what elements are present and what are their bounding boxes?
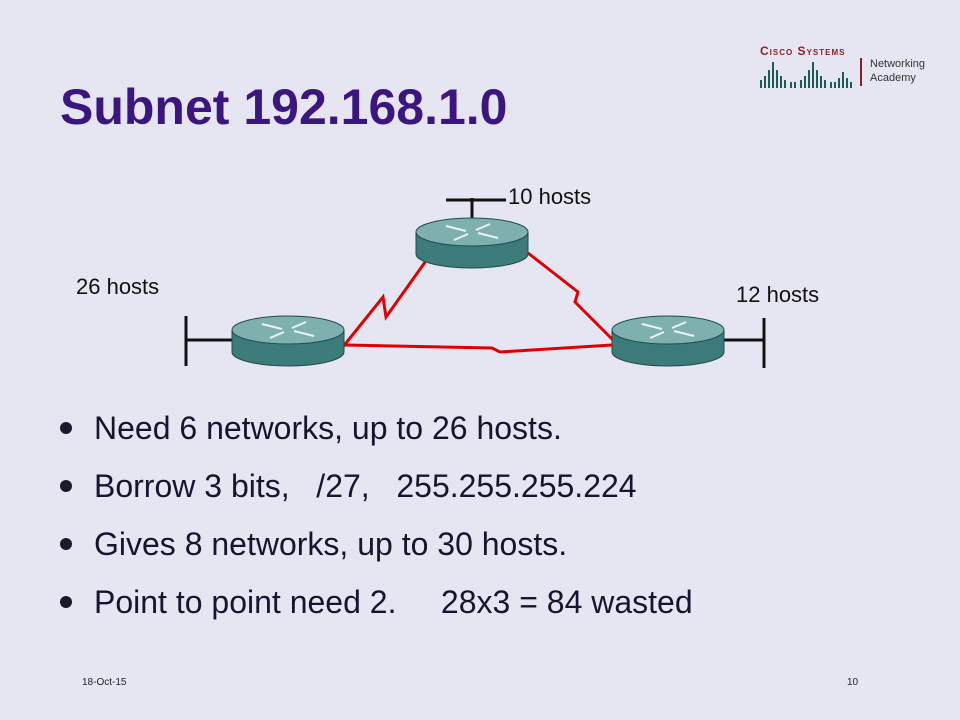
cisco-logo: Cisco Systems Networking [752,42,942,94]
bullet-dot-icon [60,596,72,608]
router-top-icon [415,217,529,269]
logo-brand: Cisco Systems [760,44,846,58]
host-label-top: 10 hosts [508,184,592,209]
logo-product: Networking Academy [870,58,926,84]
bullet-item: Point to point need 2. 28x3 = 84 wasted [60,574,693,632]
bullet-item: Borrow 3 bits, /27, 255.255.255.224 [60,458,693,516]
slide-title: Subnet 192.168.1.0 [60,79,508,135]
host-label-right: 12 hosts [736,282,820,307]
bullet-dot-icon [60,480,72,492]
bullet-text: Point to point need 2. 28x3 = 84 wasted [94,584,693,620]
logo-divider [860,58,862,86]
footer-date: 18-Oct-15 [82,677,127,688]
ethernet-segments [184,198,766,368]
host-label-left: 26 hosts [76,274,160,299]
footer-page-number: 10 [847,677,859,688]
link-top-left [340,257,430,349]
bullet-item: Gives 8 networks, up to 30 hosts. [60,516,693,574]
bullet-item: Need 6 networks, up to 26 hosts. [60,400,693,458]
bullet-text: Need 6 networks, up to 26 hosts. [94,410,562,446]
bullet-list: Need 6 networks, up to 26 hosts. Borrow … [60,400,693,632]
link-top-right [527,251,620,347]
link-left-right [344,343,613,354]
network-diagram [184,198,766,368]
cisco-bars-icon [760,62,852,88]
bullet-dot-icon [60,538,72,550]
router-right-icon [611,315,725,367]
bullet-text: Gives 8 networks, up to 30 hosts. [94,526,568,562]
bullet-text: Borrow 3 bits, /27, 255.255.255.224 [94,468,637,504]
serial-links [340,251,620,354]
router-left-icon [231,315,345,367]
bullet-dot-icon [60,422,72,434]
